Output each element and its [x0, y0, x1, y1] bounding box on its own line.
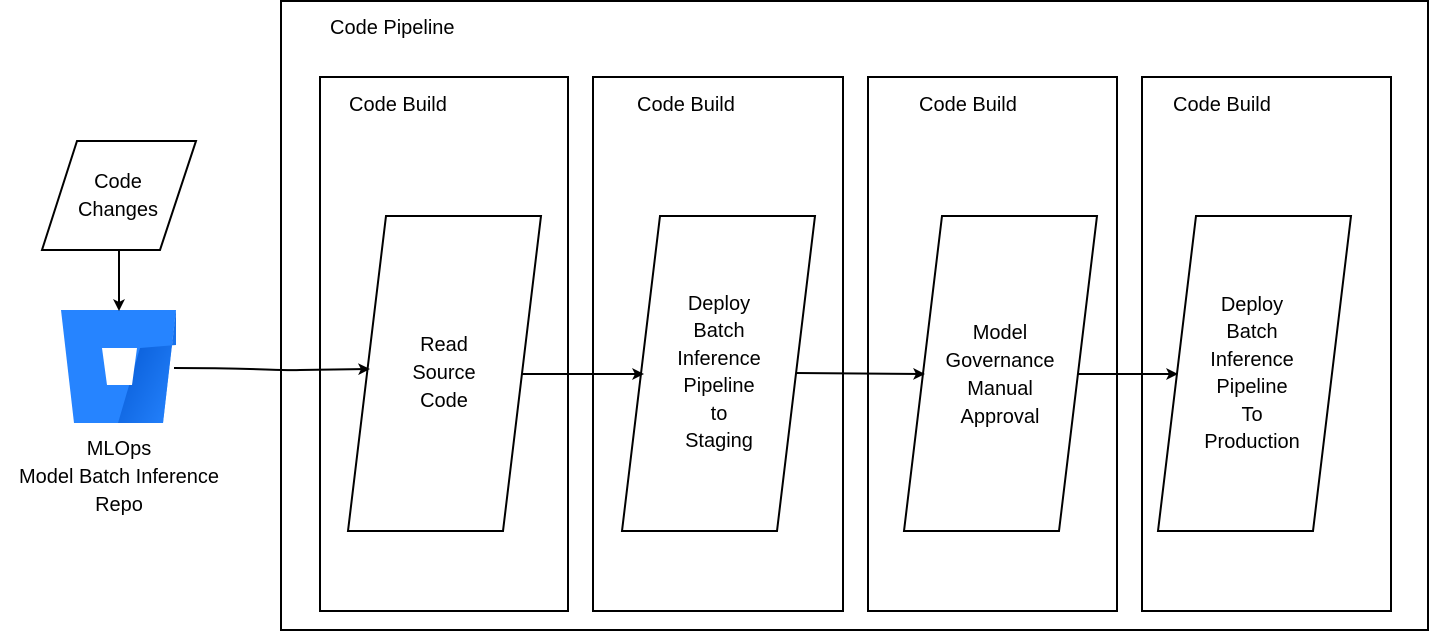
stage-header-2: Code Build	[637, 94, 735, 116]
step-read-source-code	[346, 215, 543, 532]
step-1-line-1: Read	[420, 334, 468, 356]
stage-header-4: Code Build	[1173, 94, 1271, 116]
pipeline-title: Code Pipeline	[330, 17, 455, 39]
step-3-line-1: Model	[972, 322, 1028, 344]
step-4-line-1: Deploy	[1220, 293, 1284, 316]
step-read-source-code-label: Read Source Code	[384, 331, 504, 415]
step-2-line-1: Deploy	[687, 292, 751, 315]
code-changes-label: Code Changes	[58, 167, 178, 225]
step-manual-approval	[902, 215, 1099, 532]
step-1-line-3: Code	[420, 390, 468, 412]
step-3-line-2: Governance	[945, 350, 1055, 372]
stage-header-1: Code Build	[349, 94, 447, 116]
step-4-line-2: Batch	[1226, 321, 1278, 343]
step-2-line-3: Inference	[677, 347, 761, 370]
step-1-line-2: Source	[412, 362, 476, 384]
stage-box-1	[319, 76, 569, 612]
step-deploy-staging	[620, 215, 817, 532]
step-deploy-staging-label: Deploy Batch Inference Pipeline to Stagi…	[659, 290, 779, 456]
step-deploy-production-label: Deploy Batch Inference Pipeline To Produ…	[1192, 291, 1312, 457]
step-deploy-production	[1156, 215, 1353, 532]
step-2-line-5: to	[710, 402, 728, 425]
step-3-line-3: Manual	[967, 378, 1033, 400]
bitbucket-repo-icon	[61, 310, 176, 423]
repo-label-line-2: Model Batch Inference	[18, 466, 220, 488]
repo-label: MLOps Model Batch Inference Repo	[0, 435, 238, 519]
step-2-line-4: Pipeline	[683, 375, 755, 397]
code-changes-shape	[40, 140, 198, 251]
pipeline-container	[280, 0, 1429, 631]
arrow-staging-to-approval	[795, 367, 925, 380]
step-2-line-2: Batch	[693, 320, 745, 342]
step-4-line-5: To	[1241, 403, 1263, 426]
step-4-line-3: Inference	[1210, 348, 1294, 371]
arrow-repo-to-read	[173, 363, 370, 376]
code-changes-line-2: Changes	[77, 199, 159, 221]
step-2-line-6: Staging	[685, 430, 753, 452]
stage-box-3	[867, 76, 1118, 612]
step-3-line-4: Approval	[960, 406, 1040, 428]
stage-header-3: Code Build	[919, 94, 1017, 116]
step-4-line-4: Pipeline	[1216, 376, 1288, 398]
stage-box-2	[592, 76, 844, 612]
step-4-line-6: Production	[1204, 431, 1300, 453]
code-changes-line-1: Code	[94, 171, 142, 193]
step-manual-approval-label: Model Governance Manual Approval	[940, 319, 1060, 431]
stage-box-4	[1141, 76, 1392, 612]
repo-label-line-3: Repo	[95, 494, 143, 516]
repo-label-line-1: MLOps	[86, 438, 152, 460]
